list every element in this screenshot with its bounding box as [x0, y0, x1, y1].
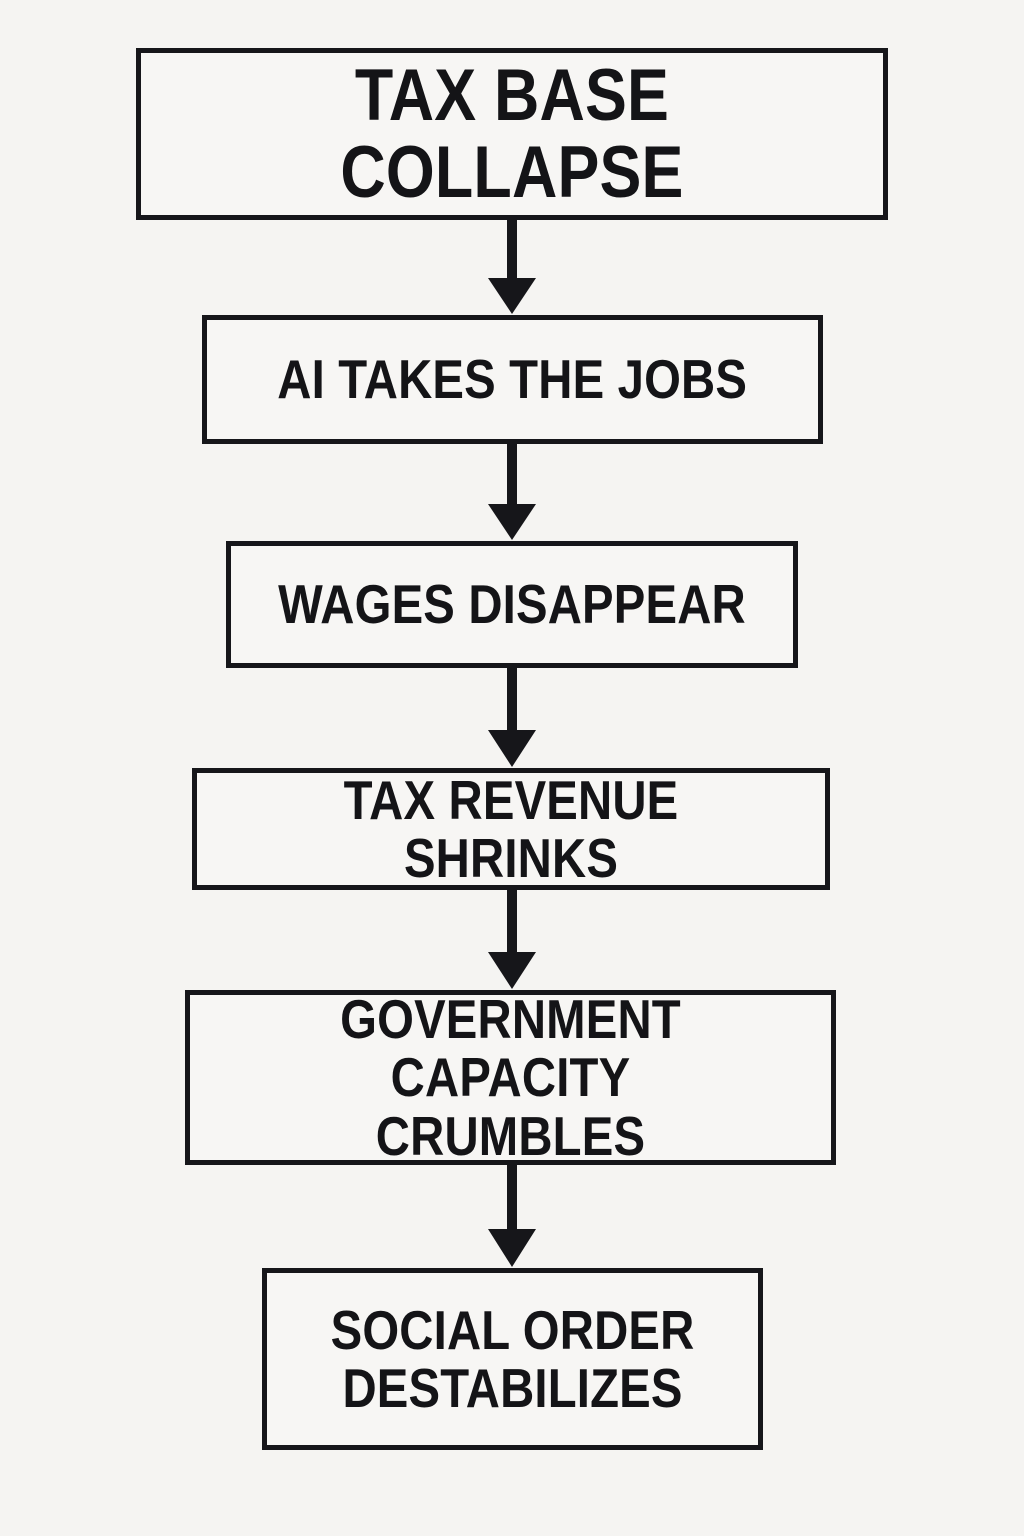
arrow-down-icon	[488, 1165, 536, 1267]
flow-node-tax-base-collapse: TAX BASE COLLAPSE	[136, 48, 888, 220]
flow-node-government-capacity-crumbles: GOVERNMENT CAPACITY CRUMBLES	[185, 990, 836, 1165]
flow-node-label: SOCIAL ORDER DESTABILIZES	[330, 1298, 695, 1419]
flow-node-label: WAGES DISAPPEAR	[278, 573, 746, 636]
flow-node-tax-revenue-shrinks: TAX REVENUE SHRINKS	[192, 768, 830, 890]
flow-node-label: GOVERNMENT CAPACITY CRUMBLES	[340, 988, 681, 1167]
flow-node-wages-disappear: WAGES DISAPPEAR	[226, 541, 798, 668]
arrow-down-icon	[488, 220, 536, 314]
arrow-down-icon	[488, 444, 536, 540]
flow-node-social-order-destabilizes: SOCIAL ORDER DESTABILIZES	[262, 1268, 763, 1450]
flow-node-ai-takes-the-jobs: AI TAKES THE JOBS	[202, 315, 823, 444]
flow-node-label: TAX REVENUE SHRINKS	[343, 768, 679, 889]
flow-node-label: AI TAKES THE JOBS	[277, 348, 748, 411]
arrow-down-icon	[488, 668, 536, 767]
flow-node-label: TAX BASE COLLAPSE	[340, 54, 684, 213]
arrow-down-icon	[488, 890, 536, 989]
